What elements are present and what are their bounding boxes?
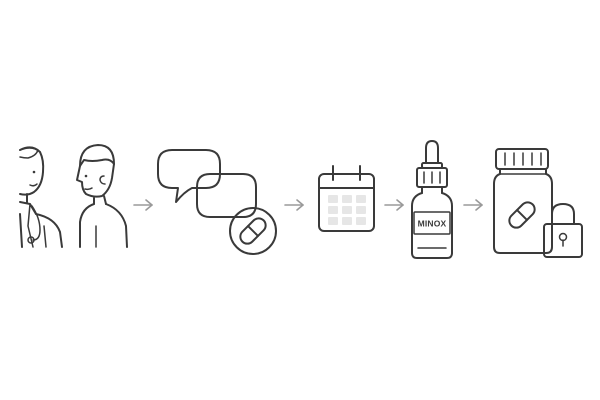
pill-capsule-icon [239, 217, 267, 245]
consultation-chat-pill-icon [157, 149, 277, 255]
flow-arrow-3 [384, 199, 404, 211]
locked-pill-bottle-icon [493, 148, 583, 258]
flow-arrow-4 [463, 199, 483, 211]
calendar-icon [318, 165, 375, 232]
bottle-pill-capsule-icon [508, 201, 536, 229]
padlock-icon [543, 203, 583, 258]
doctor-figure [19, 146, 63, 248]
calendar-date-grid [328, 195, 366, 225]
flow-arrow-1 [133, 199, 153, 211]
bottle-label-text: MINOX [418, 219, 447, 229]
dropper-bottle-icon: MINOX [411, 140, 453, 259]
flow-arrow-2 [284, 199, 304, 211]
patient-figure [76, 144, 128, 248]
doctor-patient-icon [19, 144, 128, 248]
